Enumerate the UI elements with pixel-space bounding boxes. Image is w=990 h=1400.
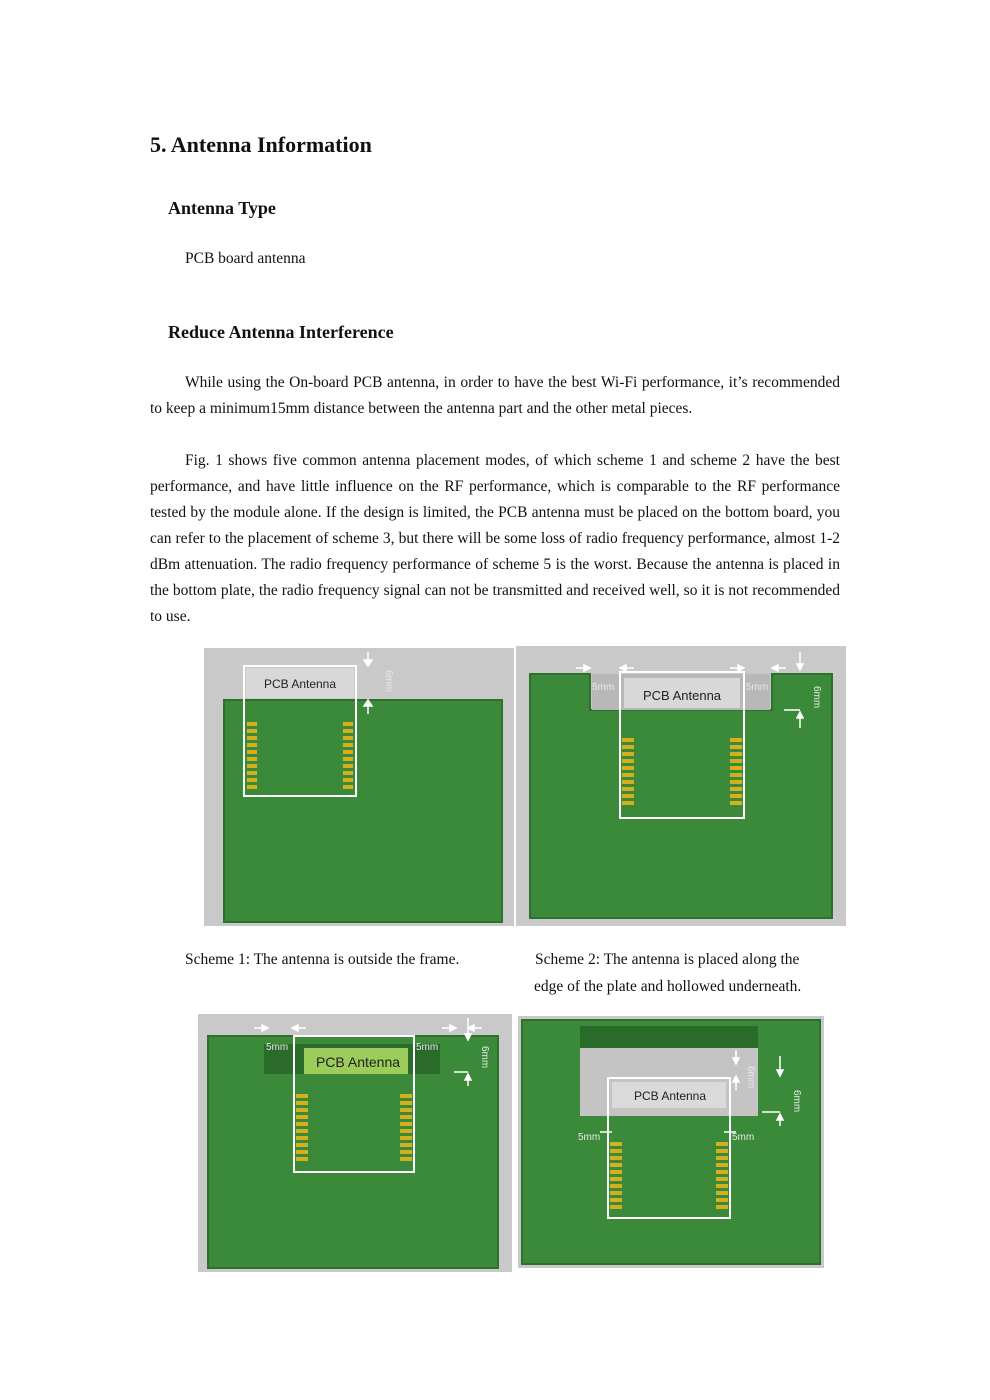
pcb-board [223, 699, 503, 923]
dim-6mm-outer-label: 6mm [791, 1090, 802, 1112]
dim-6mm-inner-label: 6mm [745, 1066, 756, 1088]
scheme-1-caption: Scheme 1: The antenna is outside the fra… [185, 951, 460, 968]
dim-5mm-left: 5mm [266, 1042, 288, 1053]
dimension-arrows [254, 1018, 482, 1086]
scheme-1-figure: PCB Antenna 6mm [204, 648, 514, 926]
pin-column-right [730, 738, 742, 805]
antenna-area [246, 668, 354, 698]
pcb-board [207, 1035, 499, 1269]
scheme-4-figure: PCB Antenna 6mm 6mm 5mm 5mm [518, 1016, 824, 1268]
pin-column-left [247, 722, 257, 789]
dim-5mm-left: 5mm [592, 682, 614, 693]
pin-column-right [343, 722, 353, 789]
antenna-label: PCB Antenna [316, 1054, 400, 1070]
dim-6mm-label: 6mm [479, 1046, 490, 1068]
scheme-2-figure: PCB Antenna 5mm 5mm 6mm [516, 646, 846, 926]
antenna-type-value: PCB board antenna [185, 250, 306, 267]
top-edge-zone [580, 1026, 758, 1048]
pin-column-right [716, 1142, 728, 1209]
interference-paragraph-2: Fig. 1 shows five common antenna placeme… [150, 452, 840, 625]
dim-5mm-left: 5mm [578, 1132, 600, 1143]
antenna-label: PCB Antenna [264, 677, 336, 691]
dim-5mm-right: 5mm [746, 682, 768, 693]
scheme-2-caption-line-1: Scheme 2: The antenna is placed along th… [535, 951, 800, 968]
dimension-arrows [600, 1050, 785, 1133]
module-outline [619, 671, 745, 819]
module-outline [607, 1077, 731, 1219]
antenna-area [624, 678, 740, 708]
antenna-area [612, 1082, 726, 1108]
dim-5mm-right: 5mm [732, 1132, 754, 1143]
interference-heading: Reduce Antenna Interference [168, 322, 394, 342]
antenna-area [304, 1048, 408, 1074]
antenna-label: PCB Antenna [634, 1089, 706, 1103]
pcb-board [529, 673, 833, 919]
pin-column-left [296, 1094, 308, 1161]
pin-column-left [610, 1142, 622, 1209]
antenna-label: PCB Antenna [643, 688, 722, 703]
pin-column-right [400, 1094, 412, 1161]
module-outline [243, 665, 357, 797]
section-title: 5. Antenna Information [150, 132, 372, 157]
dimension-arrows [362, 652, 374, 714]
module-outline [293, 1035, 415, 1173]
pin-column-left [622, 738, 634, 805]
dim-6mm-label: 6mm [811, 686, 822, 708]
dimension-arrows [576, 652, 805, 728]
antenna-type-heading: Antenna Type [168, 198, 276, 218]
dim-6mm-label: 6mm [383, 670, 394, 692]
scheme-3-figure: PCB Antenna 5mm 5mm 6mm [198, 1014, 512, 1272]
scheme-2-caption-line-2: edge of the plate and hollowed underneat… [534, 978, 802, 995]
dim-5mm-right: 5mm [416, 1042, 438, 1053]
interference-paragraph-1: While using the On-board PCB antenna, in… [150, 374, 840, 417]
